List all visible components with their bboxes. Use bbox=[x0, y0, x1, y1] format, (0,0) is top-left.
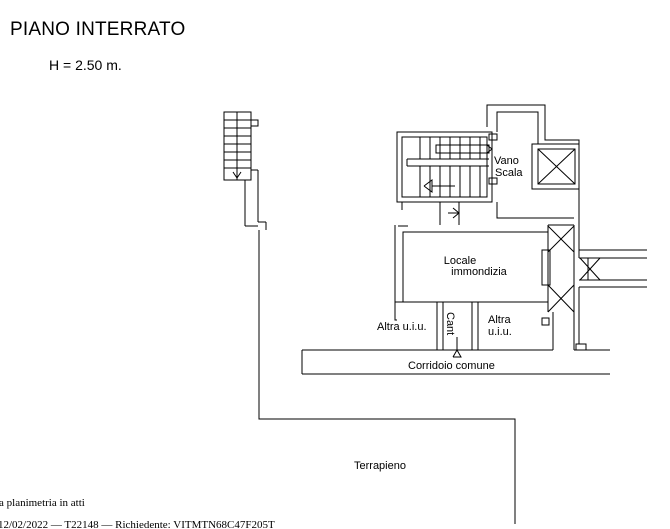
footer-record: 12/02/2022 — T22148 — Richiedente: VITMT… bbox=[0, 520, 275, 529]
cellars bbox=[395, 301, 548, 358]
label-uiu: u.i.u. bbox=[488, 326, 512, 338]
label-cant: Cant bbox=[444, 312, 456, 335]
label-scala: Scala bbox=[495, 167, 523, 179]
common-corridor bbox=[301, 349, 610, 375]
label-altra: Altra bbox=[488, 314, 512, 326]
floor-height-label: H = 2.50 m. bbox=[49, 57, 122, 73]
elevator-shaft bbox=[531, 143, 580, 190]
label-terrapieno: Terrapieno bbox=[354, 460, 406, 472]
stair-core bbox=[396, 131, 498, 225]
left-stair bbox=[223, 111, 267, 230]
label-immondizia: immondizia bbox=[451, 266, 508, 278]
footer-note: a planimetria in atti bbox=[0, 497, 85, 509]
label-vano: Vano bbox=[494, 155, 519, 167]
plan-title: PIANO INTERRATO bbox=[10, 19, 186, 40]
lot-boundary bbox=[258, 230, 516, 524]
label-corridoio: Corridoio comune bbox=[408, 360, 495, 372]
label-altra-uiu-left: Altra u.i.u. bbox=[377, 321, 427, 333]
label-locale: Locale bbox=[444, 255, 476, 267]
